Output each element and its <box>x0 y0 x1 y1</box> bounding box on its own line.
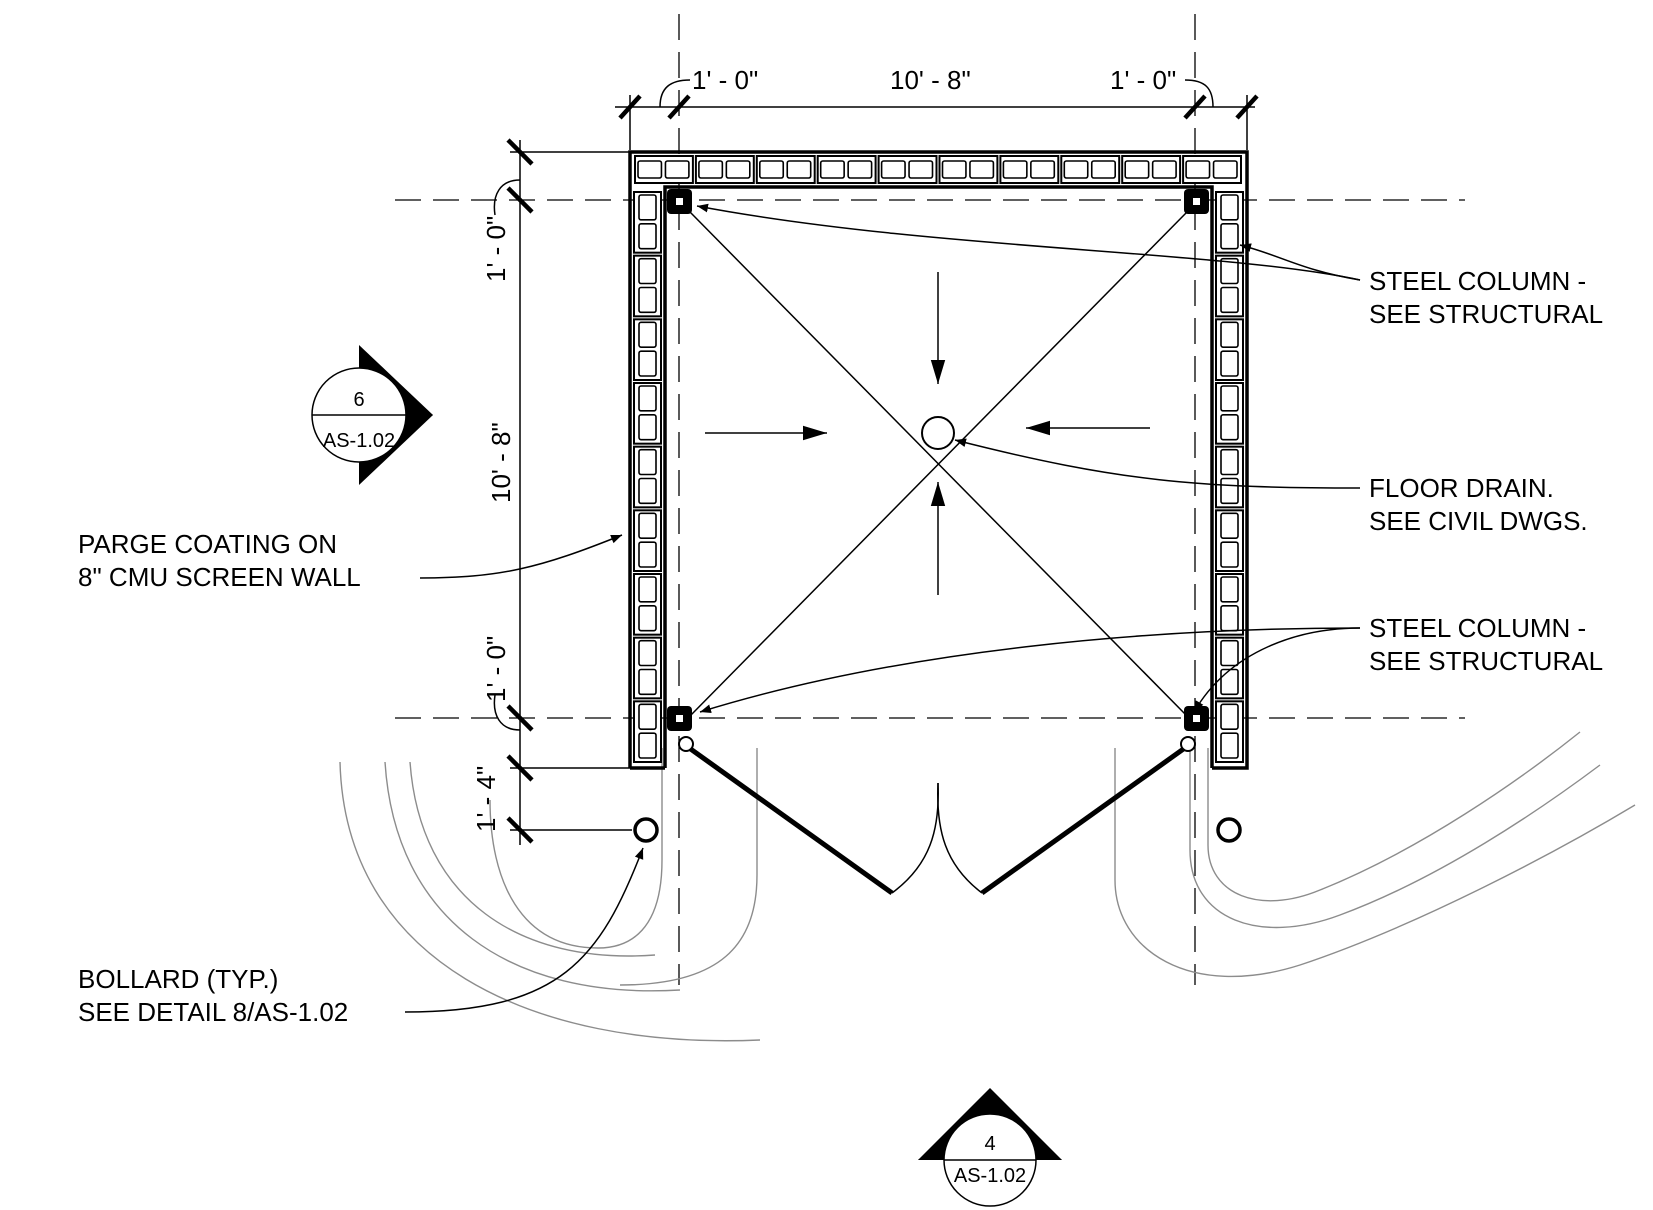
gates-and-bollards <box>633 736 1242 896</box>
note-bollard-line1: BOLLARD (TYP.) <box>78 964 278 994</box>
dimension-top-right: 1' - 0" <box>1110 65 1176 95</box>
wall-outline-outer <box>628 150 1249 770</box>
top-dimension-string: 1' - 0" 10' - 8" 1' - 0" <box>615 65 1259 150</box>
gate-hinge-right <box>1180 736 1196 752</box>
section-marker-left: 6 AS-1.02 <box>311 345 433 485</box>
leaders <box>404 203 1361 1013</box>
note-floor-drain-line1: FLOOR DRAIN. <box>1369 473 1554 503</box>
gate-leaf-left <box>683 742 894 896</box>
bollard-left-icon <box>633 817 659 843</box>
floor-drain-icon <box>921 416 955 450</box>
dimension-left-top: 1' - 0" <box>481 216 511 282</box>
note-steel-column-bottom-line1: STEEL COLUMN - <box>1369 613 1586 643</box>
note-steel-column-bottom-line2: SEE STRUCTURAL <box>1369 646 1603 676</box>
cmu-screen-wall <box>628 150 1249 770</box>
dimension-top-left: 1' - 0" <box>692 65 758 95</box>
steel-columns <box>667 189 1209 731</box>
note-parge-line1: PARGE COATING ON <box>78 529 337 559</box>
dimension-top-center: 10' - 8" <box>890 65 971 95</box>
section-marker-bottom-sheet: AS-1.02 <box>954 1165 1026 1187</box>
bollard-right-icon <box>1216 817 1242 843</box>
section-marker-left-sheet: AS-1.02 <box>323 430 395 452</box>
wall-outline-inner <box>663 185 1214 768</box>
note-steel-column-top-line1: STEEL COLUMN - <box>1369 266 1586 296</box>
gate-leaf-right <box>980 742 1191 896</box>
note-floor-drain-line2: SEE CIVIL DWGS. <box>1369 506 1588 536</box>
note-parge-line2: 8" CMU SCREEN WALL <box>78 562 361 592</box>
floor-slope <box>689 211 1188 717</box>
note-bollard-line2: SEE DETAIL 8/AS-1.02 <box>78 997 348 1027</box>
pavement-curb-lines <box>339 731 1636 1042</box>
notes: STEEL COLUMN - SEE STRUCTURAL FLOOR DRAI… <box>78 266 1603 1027</box>
section-marker-bottom: 4 AS-1.02 <box>918 1088 1062 1207</box>
cmu-blocks <box>633 155 1244 763</box>
dimension-left-bottom: 1' - 4" <box>471 766 501 832</box>
dimension-left-center: 10' - 8" <box>486 422 516 503</box>
gate-hinge-left <box>678 736 694 752</box>
dimension-left-lower: 1' - 0" <box>481 636 511 702</box>
section-marker-bottom-number: 4 <box>984 1133 995 1155</box>
left-dimension-string: 1' - 0" 10' - 8" 1' - 0" 1' - 4" <box>471 138 632 845</box>
section-marker-left-number: 6 <box>353 389 364 411</box>
note-steel-column-top-line2: SEE STRUCTURAL <box>1369 299 1603 329</box>
